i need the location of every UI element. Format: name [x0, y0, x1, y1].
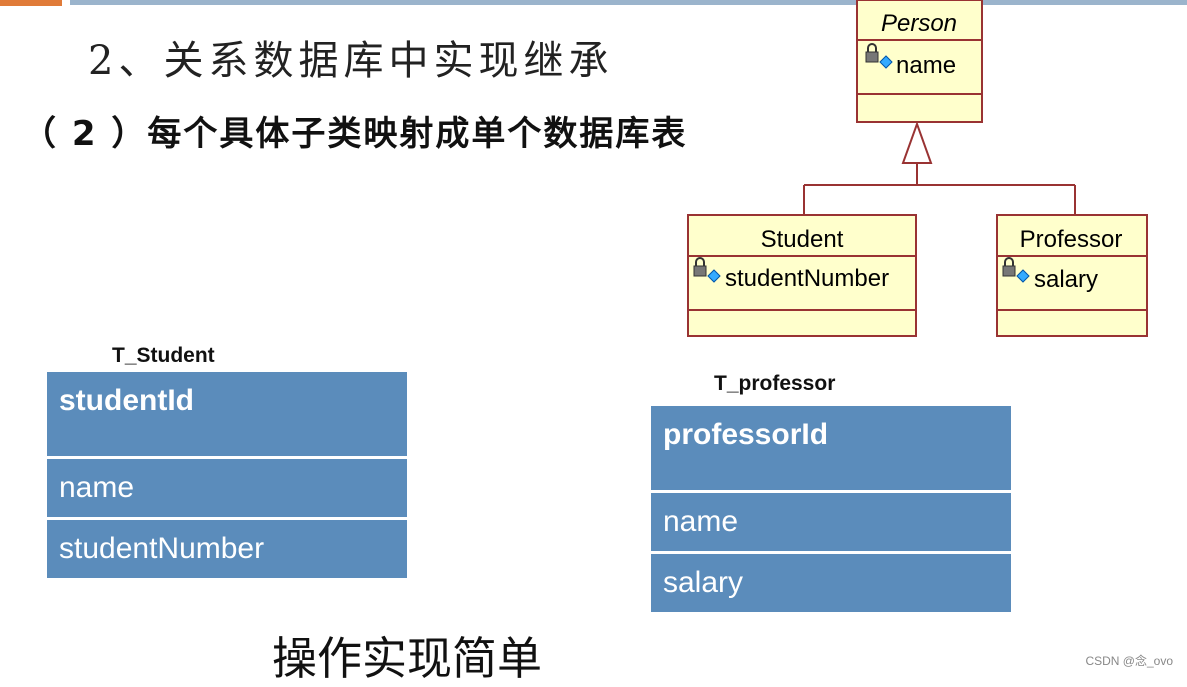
uml-person-name: Person: [881, 10, 957, 37]
table-professor: professorId name salary: [651, 406, 1011, 615]
table-professor-column: salary: [651, 554, 1011, 612]
table-professor-pk: professorId: [651, 406, 1011, 490]
lock-icon: [1002, 257, 1030, 283]
uml-class-person: Person name: [856, 0, 983, 123]
table-title-professor: T_professor: [714, 372, 836, 395]
uml-professor-name: Professor: [1020, 226, 1123, 253]
uml-student-name: Student: [761, 226, 844, 253]
lock-icon: [693, 257, 721, 283]
watermark: CSDN @念_ovo: [1085, 654, 1173, 668]
uml-person-attribute: name: [896, 52, 956, 79]
uml-student-attribute: studentNumber: [725, 265, 889, 292]
slide-heading: 2、关系数据库中实现继承: [88, 38, 614, 84]
table-student-column: studentNumber: [47, 520, 407, 578]
table-student-pk: studentId: [47, 372, 407, 456]
slide-subheading: （ 2 ）每个具体子类映射成单个数据库表: [22, 114, 688, 154]
slide-top-rule: [70, 0, 1187, 5]
inheritance-connector: [803, 121, 1076, 215]
table-student: studentId name studentNumber: [47, 372, 407, 581]
uml-class-professor: Professor salary: [996, 214, 1148, 337]
uml-professor-attribute: salary: [1034, 266, 1098, 293]
table-title-student: T_Student: [112, 344, 215, 367]
uml-class-student: Student studentNumber: [687, 214, 917, 337]
lock-icon: [865, 43, 893, 69]
footer-note: 操作实现简单: [272, 632, 543, 685]
slide-accent-bar: [0, 0, 62, 6]
table-professor-column: name: [651, 493, 1011, 551]
table-student-column: name: [47, 459, 407, 517]
